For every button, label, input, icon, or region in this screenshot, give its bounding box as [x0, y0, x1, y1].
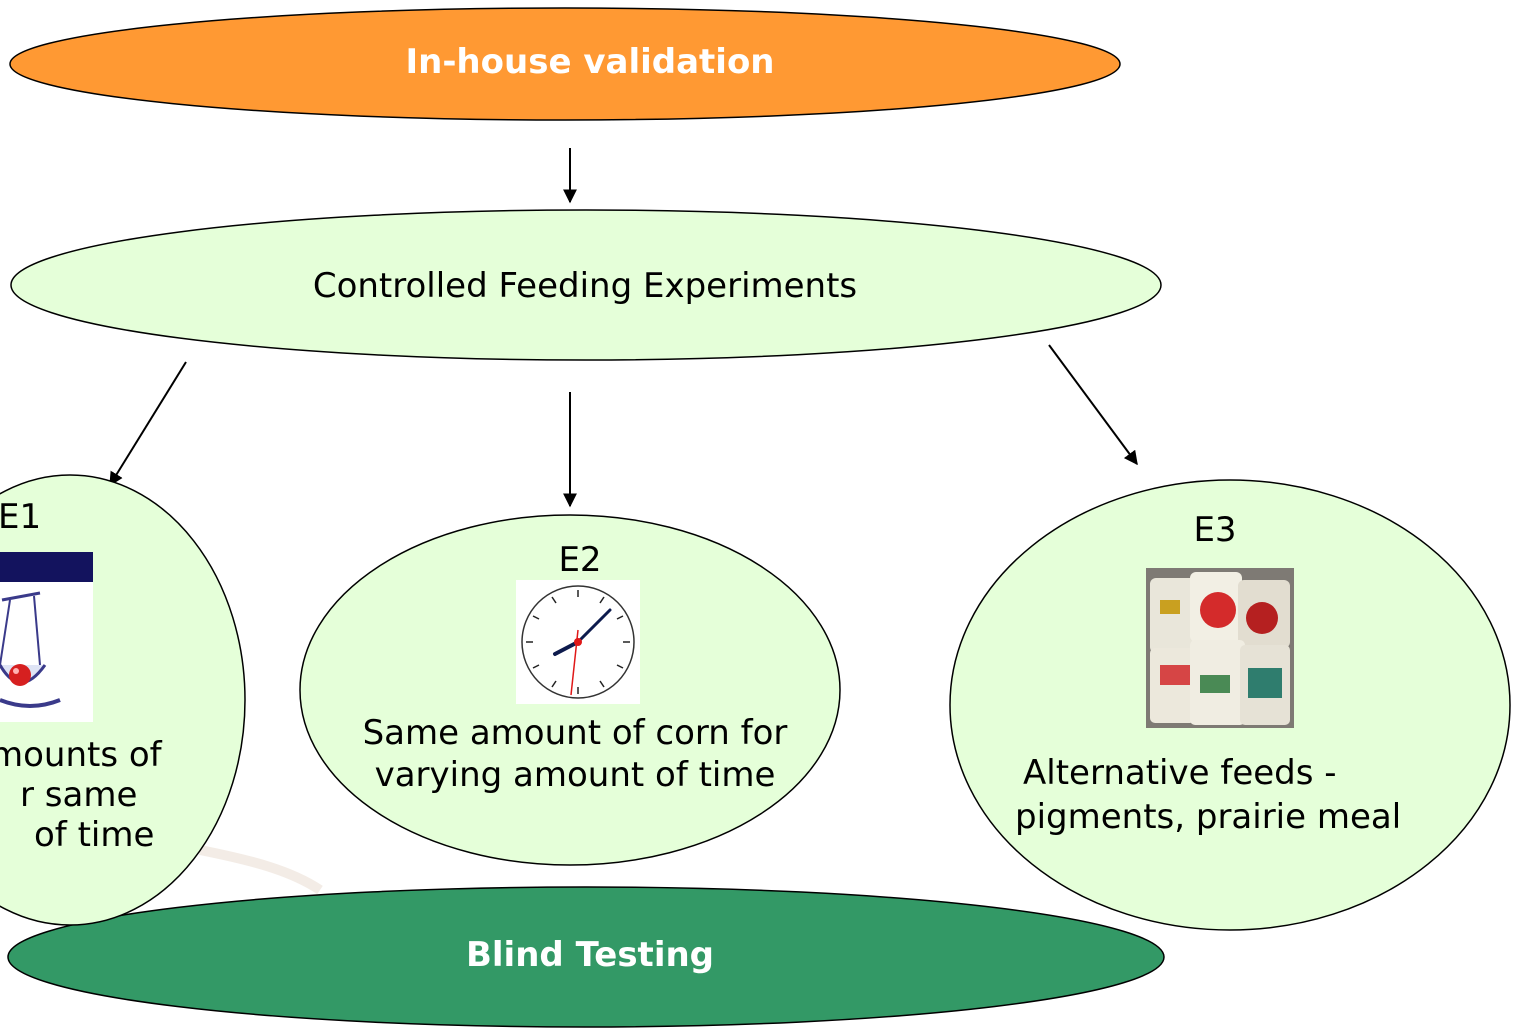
blind-testing-ellipse — [7, 886, 1165, 1028]
e1-description-line-1: mounts of — [0, 735, 162, 775]
clock-icon — [516, 580, 640, 704]
e2-description-line-2: varying amount of time — [374, 755, 776, 795]
e3-label: E3 — [1193, 510, 1237, 550]
controlled-feeding-title: Controlled Feeding Experiments — [312, 266, 858, 306]
e1-description: mounts of r same of time — [0, 735, 162, 855]
balance-scale-icon — [0, 552, 93, 722]
feed-bags-icon — [1146, 568, 1294, 728]
e1-description-line-3: of time — [34, 815, 155, 855]
e3-description: Alternative feeds - pigments, prairie me… — [1015, 751, 1401, 839]
e2-description: Same amount of corn for varying amount o… — [320, 712, 830, 796]
controlled-feeding-ellipse — [10, 209, 1162, 361]
blind-testing-title: Blind Testing — [465, 935, 715, 975]
e1-label: E1 — [0, 497, 42, 537]
e2-description-line-1: Same amount of corn for — [362, 713, 788, 753]
in-house-validation-title: In-house validation — [405, 42, 775, 82]
arrow-to-e1 — [109, 361, 187, 487]
e3-description-line-2: pigments, prairie meal — [1015, 797, 1402, 837]
e2-label: E2 — [558, 540, 602, 580]
in-house-validation-ellipse — [9, 7, 1121, 121]
e3-description-line-1: Alternative feeds - — [1023, 753, 1337, 793]
arrow-to-e3 — [1048, 344, 1138, 466]
background-watermark — [199, 845, 323, 895]
e1-description-line-2: r same — [20, 775, 138, 815]
